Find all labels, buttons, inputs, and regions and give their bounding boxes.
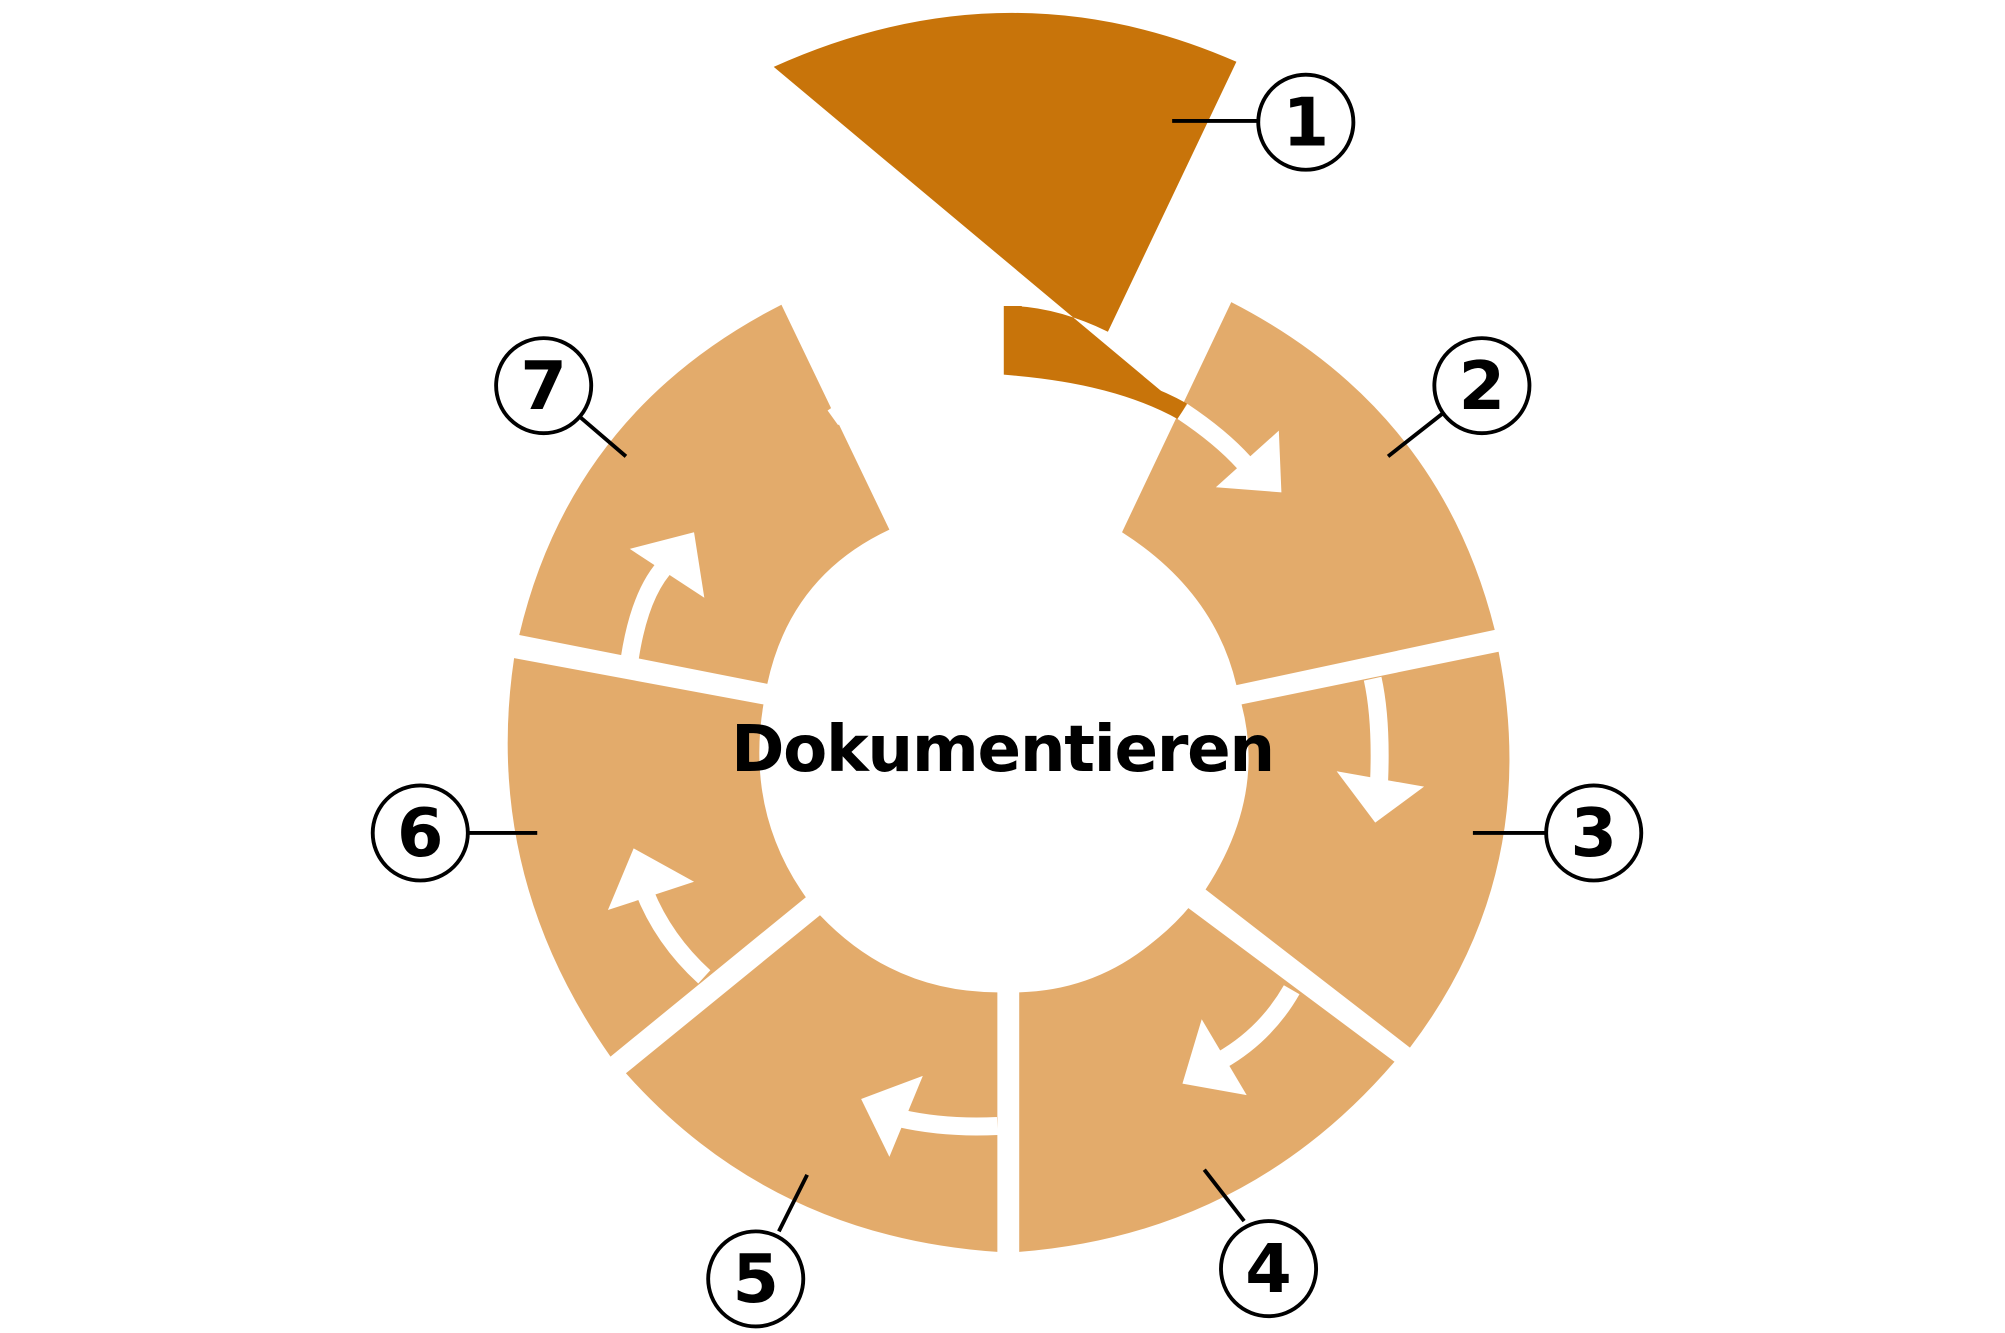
callout-number-5: 5 [732,1240,779,1318]
segment-3[interactable] [1205,651,1510,1048]
segment-1[interactable] [773,12,1237,409]
callout-number-6: 6 [397,794,444,872]
cycle-arrows [607,336,1425,1157]
arrow-3-to-4 [1182,985,1300,1096]
segment-dividers [509,628,1513,1260]
callout-number-3: 3 [1570,794,1617,872]
arrow-4-to-5 [861,1075,998,1157]
center-circle [767,514,1246,993]
arrow-7-to-1 [827,336,973,426]
callout-6: 6 [370,783,538,883]
callouts: 1 2 3 4 5 6 7 [370,72,1644,1329]
arrow-5-to-6 [607,848,711,984]
segment-2[interactable] [1122,302,1495,686]
callout-3: 3 [1472,783,1644,883]
arrow-1-to-2 [1177,403,1282,493]
callout-number-1: 1 [1283,83,1329,161]
callout-2: 2 [1386,336,1532,458]
callout-number-7: 7 [520,347,567,425]
callout-4: 4 [1202,1168,1319,1319]
callout-1: 1 [1172,72,1356,172]
arrow-2-to-3 [1336,676,1425,823]
segment-6[interactable] [507,658,806,1057]
segment-7[interactable] [519,304,890,684]
center-label: Dokumentieren [731,712,1274,787]
segment-5[interactable] [625,915,998,1252]
callout-5: 5 [706,1173,809,1329]
callout-7: 7 [494,336,628,458]
connector-1-to-2 [1003,305,1187,420]
callout-number-2: 2 [1459,347,1506,425]
callout-number-4: 4 [1245,1230,1292,1308]
arrow-6-to-7 [620,532,705,660]
